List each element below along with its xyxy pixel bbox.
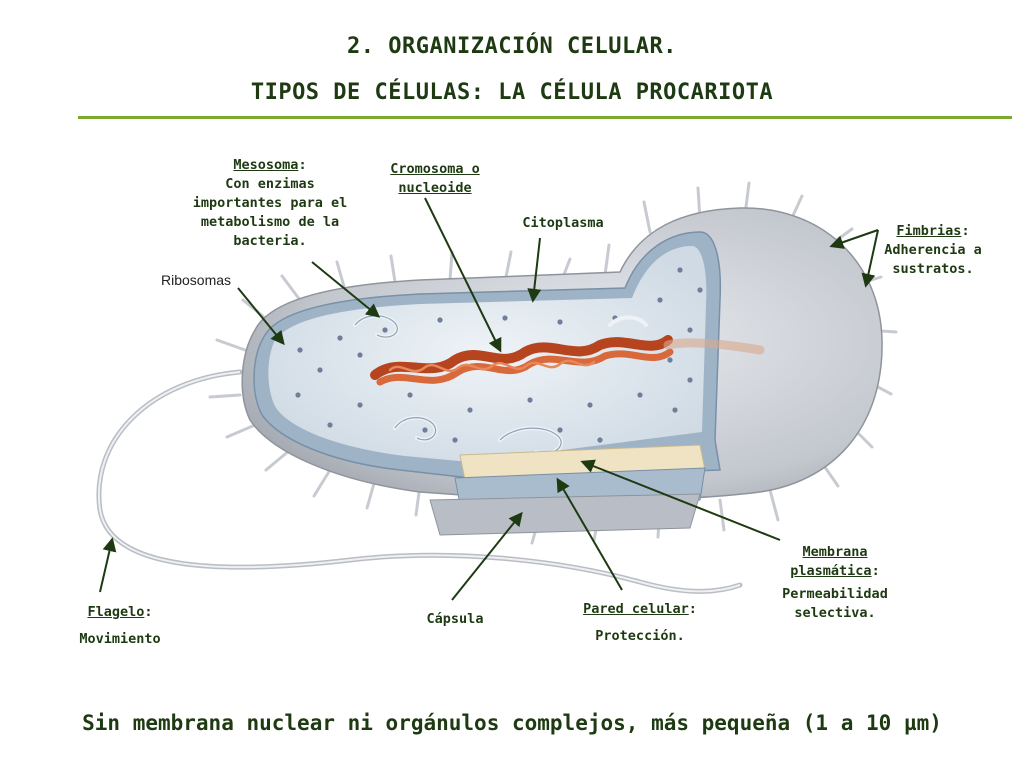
flagelo-term: Flagelo xyxy=(87,604,145,620)
fimbrias-term: Fimbrias xyxy=(896,223,962,239)
title-line-1: 2. ORGANIZACIÓN CELULAR. xyxy=(347,34,677,59)
title-line-2: TIPOS DE CÉLULAS: LA CÉLULA PROCARIOTA xyxy=(250,80,774,105)
title-rule xyxy=(78,116,1012,119)
capsule-cut xyxy=(429,493,701,536)
pared-term: Pared celular xyxy=(583,601,689,617)
label-cromosoma: Cromosoma o nucleoide xyxy=(390,161,480,196)
label-flagelo: Flagelo: Movimiento xyxy=(60,603,180,649)
label-citoplasma: Citoplasma xyxy=(522,215,604,231)
label-capsula: Cápsula xyxy=(426,611,484,627)
mesosoma-desc: Con enzimas importantes para el metaboli… xyxy=(192,176,348,249)
mesosoma-term: Mesosoma xyxy=(233,157,299,173)
leader-arrows xyxy=(99,197,879,601)
footer-note: Sin membrana nuclear ni orgánulos comple… xyxy=(82,711,942,735)
label-fimbrias: Fimbrias: Adherencia a sustratos. xyxy=(878,222,988,279)
nucleoid xyxy=(370,335,765,386)
ribosomes xyxy=(295,267,703,443)
label-pared-celular: Pared celular: Protección. xyxy=(570,600,710,646)
membrana-term: Membrana plasmática xyxy=(790,544,872,579)
label-mesosoma: Mesosoma: Con enzimas importantes para e… xyxy=(180,156,360,251)
pared-desc: Protección. xyxy=(595,628,685,644)
label-membrana: Membrana plasmática: Permeabilidad selec… xyxy=(770,543,900,623)
fimbrias-desc: Adherencia a sustratos. xyxy=(884,242,982,277)
flagelo-desc: Movimiento xyxy=(79,631,161,647)
membrana-desc: Permeabilidad selectiva. xyxy=(782,586,888,621)
label-ribosomas: Ribosomas xyxy=(160,272,232,288)
